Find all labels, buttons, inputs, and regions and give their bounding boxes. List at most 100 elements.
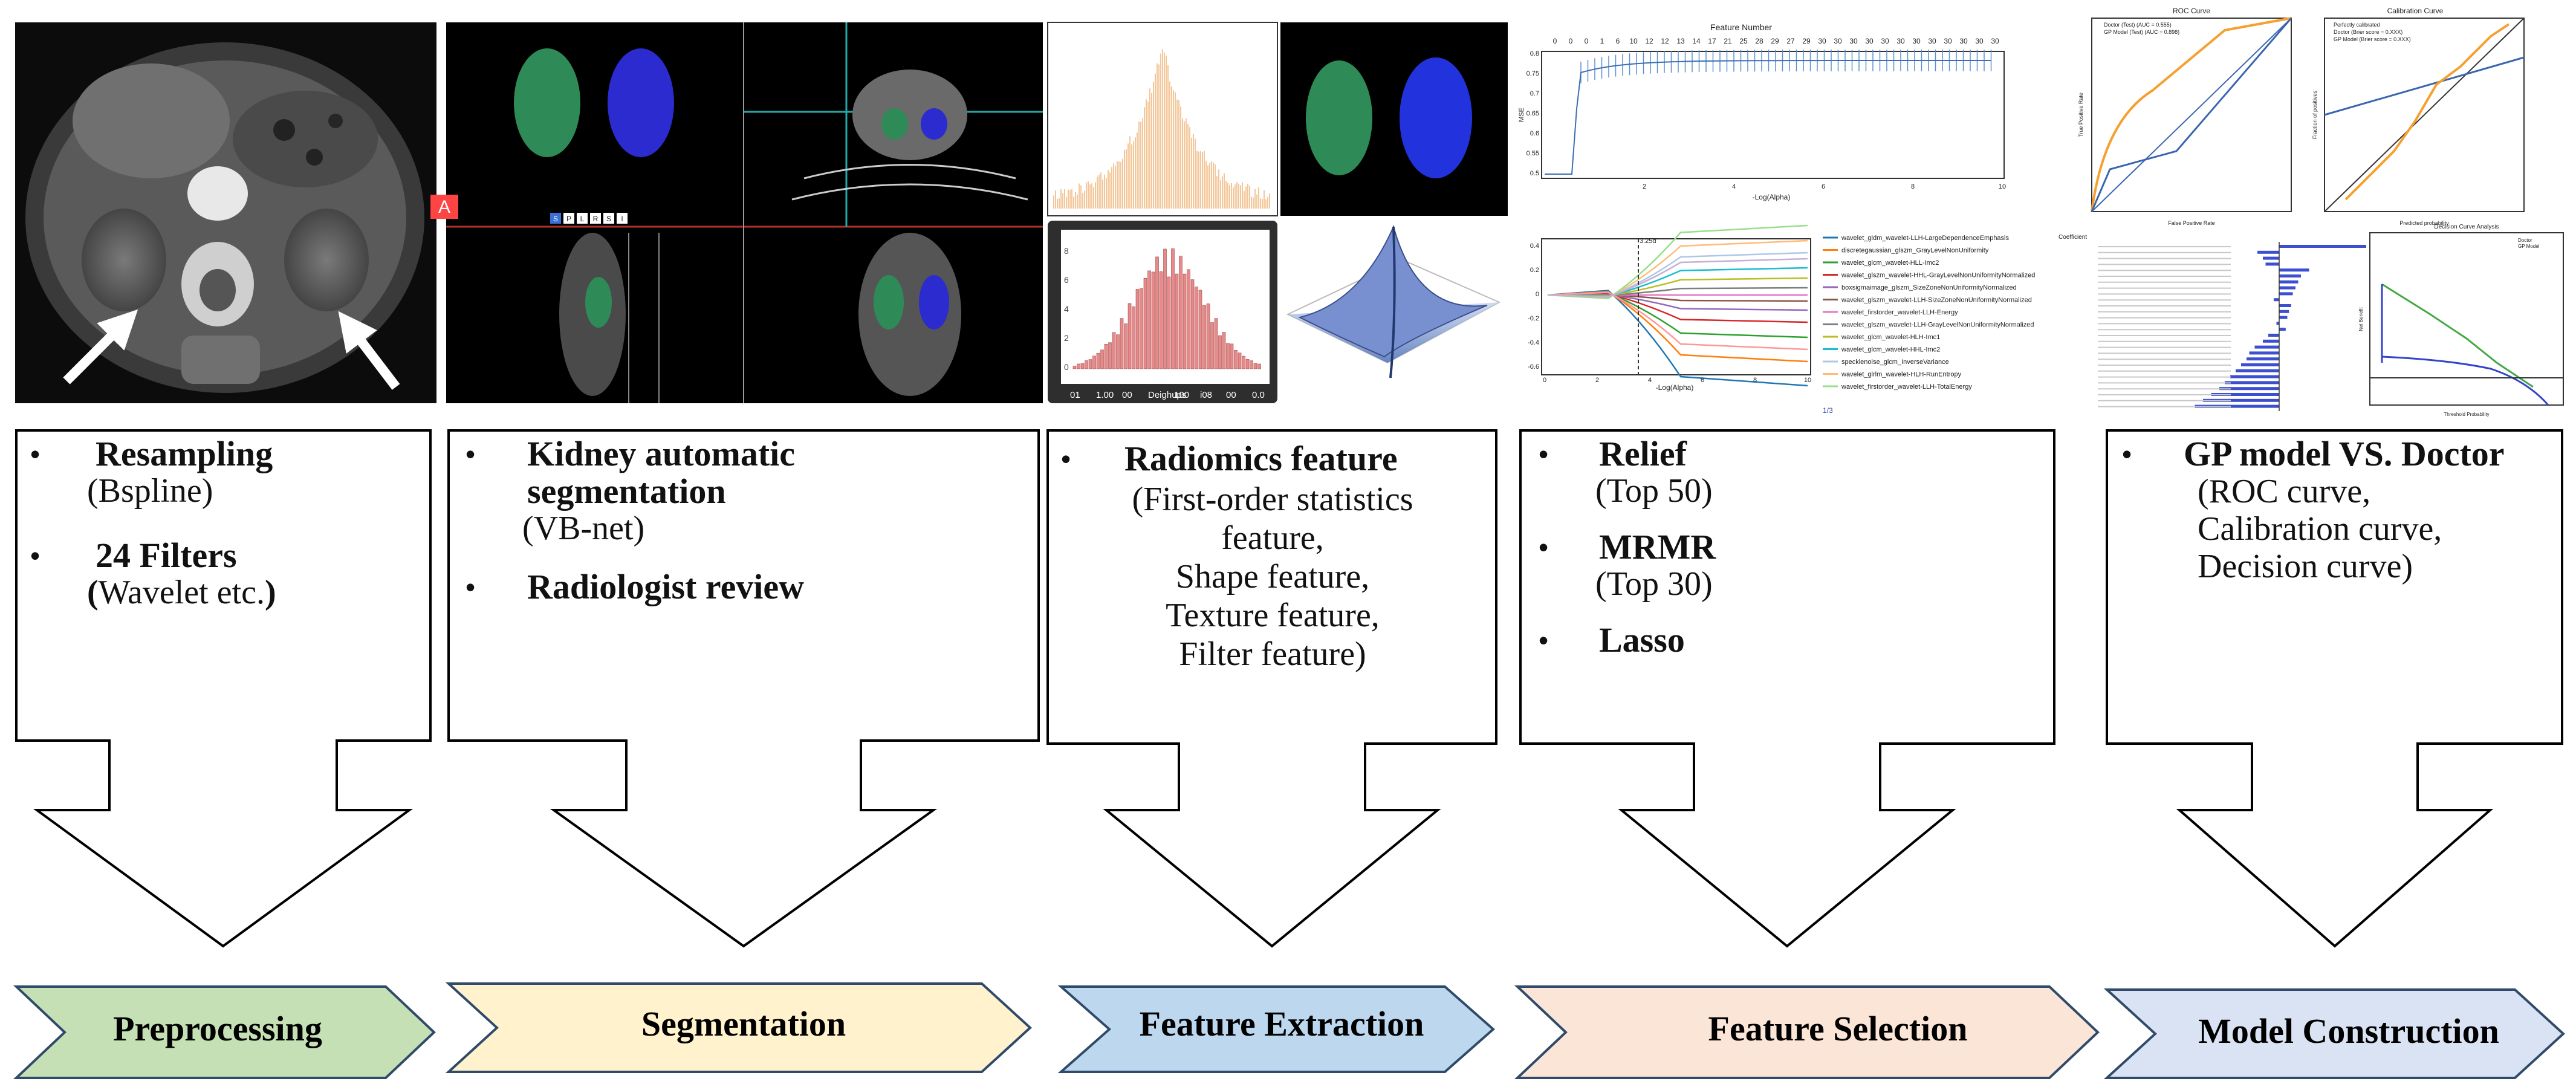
coef-bar <box>2257 251 2279 254</box>
lasso-top-xlabel: -Log(Alpha) <box>1753 193 1791 201</box>
seg-toolbar-letter: R <box>593 215 599 223</box>
bullet: • <box>30 537 40 574</box>
coef-bar <box>2279 268 2309 271</box>
hist-bar <box>1132 307 1135 369</box>
preprocessing-text: • Resampling (Bspline) • 24 Filters (Wav… <box>30 435 417 611</box>
lasso-top-x-tick: 4 <box>1732 183 1736 190</box>
stage-label-model-construction: Model Construction <box>2152 1011 2545 1051</box>
hist-bar <box>1128 303 1131 369</box>
hist-bar <box>1230 344 1233 369</box>
lasso-alpha-label: 3.25α <box>1640 238 1656 245</box>
lasso-top-feature-tick: 13 <box>1676 37 1685 45</box>
hist-bar <box>1183 274 1186 369</box>
bullet: • <box>466 568 475 606</box>
mrmr-sub: (Top 30) <box>1595 566 2046 602</box>
lasso-path-plot-image: 3.25α 0.40.20-0.2-0.4-0.6 0246810 -Log(A… <box>1528 225 2035 415</box>
lasso-top-y-tick: 0.55 <box>1526 150 1539 157</box>
stage-label-preprocessing: Preprocessing <box>60 1008 375 1049</box>
roc-legend-2: GP Model (Test) (AUC = 0.898) <box>2104 29 2179 35</box>
hist-bar <box>1089 360 1092 369</box>
lasso-top-y-tick: 0.8 <box>1530 50 1539 57</box>
hist-bar <box>1238 353 1241 369</box>
hist-bar <box>1160 271 1163 369</box>
hist-bar <box>1234 350 1238 369</box>
coef-bar <box>2279 287 2295 290</box>
lasso-pager: 1/3 <box>1823 406 1833 415</box>
surface-3d-image <box>1288 227 1499 378</box>
seg-side-letter: A <box>438 197 450 217</box>
lasso-top-feature-tick: 14 <box>1692 37 1701 45</box>
lasso-top-feature-tick: 29 <box>1802 37 1811 45</box>
coef-bar <box>2250 351 2280 354</box>
calib-title: Calibration Curve <box>2387 7 2444 15</box>
lasso-top-feature-tick: 30 <box>1928 37 1936 45</box>
lasso-legend-label: wavelet_firstorder_wavelet-LLH-TotalEner… <box>1841 383 1972 391</box>
lasso-legend-label: wavelet_glcm_wavelet-HLH-Imc1 <box>1841 334 1940 341</box>
fe-line-2: feature, <box>1061 519 1484 557</box>
kidney-seg-sub: (VB-net) <box>522 510 1028 547</box>
bullet: • <box>466 435 475 473</box>
mrmr-title: MRMR <box>1599 528 2046 566</box>
hist-bar <box>1227 343 1230 369</box>
mc-line-1: (ROC curve, <box>2198 473 2557 510</box>
lasso-top-feature-tick: 6 <box>1616 37 1620 45</box>
lasso-top-feature-tick: 30 <box>1881 37 1889 45</box>
lasso-top-y-tick: 0.5 <box>1530 170 1539 177</box>
coef-bar <box>2279 274 2301 277</box>
radiomics-feature-title: Radiomics feature <box>1124 440 1484 478</box>
lasso-bottom-y-tick: -0.6 <box>1528 363 1539 371</box>
lasso-top-feature-tick: 30 <box>1896 37 1905 45</box>
lasso-bottom-x-tick: 2 <box>1595 377 1599 384</box>
hist-bar <box>1167 277 1170 369</box>
spike-plot-image <box>1048 22 1277 216</box>
hist-bar <box>1156 257 1159 369</box>
hist-x-tick: 00 <box>1122 390 1132 400</box>
lasso-bottom-y-tick: -0.2 <box>1528 315 1539 322</box>
hist-bar <box>1093 356 1096 369</box>
bullet: • <box>1539 528 1548 566</box>
roc-curve-image: ROC Curve Doctor (Test) (AUC = 0.555) GP… <box>2078 7 2291 226</box>
decision-ylabel: Net Benefit <box>2358 307 2364 331</box>
filters-sub-close: ) <box>265 574 276 611</box>
bullet: • <box>30 435 40 473</box>
lasso-top-feature-tick: 12 <box>1661 37 1669 45</box>
coef-title: Coefficient <box>2059 234 2087 241</box>
decision-legend-2: GP Model <box>2518 244 2540 249</box>
hist-bar <box>1242 356 1245 369</box>
calib-legend-1: Perfectly calibrated <box>2334 22 2380 28</box>
fe-line-3: Shape feature, <box>1061 557 1484 596</box>
hist-y-tick: 8 <box>1064 246 1069 256</box>
bullet: • <box>1061 440 1071 478</box>
hist-x-tick: 0.0 <box>1252 390 1265 400</box>
lasso-top-feature-tick: 27 <box>1786 37 1795 45</box>
hist-x-tick: 1.00 <box>1096 390 1114 400</box>
hist-bar <box>1250 361 1253 369</box>
seg-toolbar-letter: S <box>553 215 558 223</box>
lasso-legend-label: wavelet_glcm_wavelet-HLL-Imc2 <box>1841 259 1939 267</box>
hist-bar <box>1199 290 1202 369</box>
hist-bar <box>1246 359 1249 369</box>
seg-toolbar-letter: S <box>606 215 611 223</box>
hist-x-tick: i08 <box>1200 390 1212 400</box>
coef-bar <box>2279 281 2299 284</box>
hist-bar <box>1117 335 1120 369</box>
resampling-sub: (Bspline) <box>87 473 417 509</box>
lasso-top-x-tick: 10 <box>1999 183 2006 190</box>
lasso-top-ylabel: MSE <box>1518 108 1525 122</box>
roc-ylabel: True Positive Rate <box>2078 92 2084 137</box>
fe-line-5: Filter feature) <box>1061 635 1484 673</box>
hist-bar <box>1152 272 1155 369</box>
stage-label-feature-selection: Feature Selection <box>1572 1008 2104 1049</box>
lasso-top-feature-tick: 28 <box>1755 37 1763 45</box>
lasso-cv-plot-image: Feature Number 0001610121213141721252829… <box>1518 22 2006 201</box>
hist-bar <box>1179 256 1183 369</box>
relief-sub: (Top 50) <box>1595 473 2046 509</box>
stage-label-feature-extraction: Feature Extraction <box>1082 1004 1481 1044</box>
lasso-bottom-x-tick: 0 <box>1543 377 1546 384</box>
lasso-coef-path <box>1548 292 1808 362</box>
hist-bar <box>1081 363 1084 369</box>
model-construction-text: • GP model VS. Doctor (ROC curve, Calibr… <box>2122 435 2557 585</box>
lasso-legend-label: discretegaussian_glszm_GrayLevelNonUnifo… <box>1841 247 1989 255</box>
hist-bar <box>1073 366 1076 369</box>
lasso-top-feature-tick: 30 <box>1834 37 1842 45</box>
